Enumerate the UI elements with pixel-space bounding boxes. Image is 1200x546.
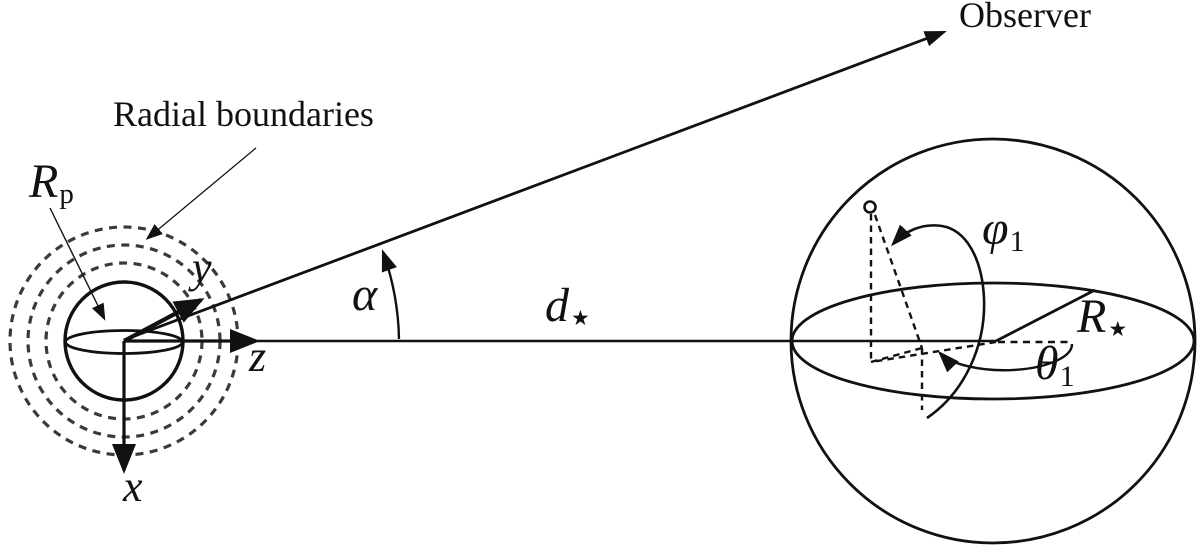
star-radius-label: R★	[1077, 293, 1127, 341]
center-to-projection-line	[870, 340, 997, 364]
surface-point-marker	[863, 200, 877, 214]
polar-angle-symbol: φ	[982, 202, 1009, 255]
alpha-angle-arc	[381, 249, 401, 340]
radial-boundaries-label: Radial boundaries	[113, 94, 374, 134]
radial-boundaries-pointer-arrow	[145, 147, 257, 240]
azimuth-angle-subscript: 1	[1059, 360, 1075, 393]
azimuth-angle-symbol: θ	[1035, 337, 1059, 390]
point-slant-line	[873, 214, 924, 349]
y-axis-label: y	[192, 243, 212, 292]
planet-radius-symbol: R	[29, 155, 59, 208]
projection-dashed-lines	[869, 214, 1070, 410]
observer-label: Observer	[959, 0, 1091, 35]
phi-angle-arc	[890, 224, 986, 420]
observer-arrow	[123, 30, 947, 342]
star-radius-symbol: R	[1077, 290, 1107, 343]
polar-angle-subscript: 1	[1009, 225, 1025, 258]
r-star-radius-line	[995, 288, 1096, 343]
theta-angle-arc	[937, 343, 1074, 373]
star-radius-subscript: ★	[1108, 317, 1128, 341]
polar-angle-label: φ1	[982, 205, 1025, 257]
phase-angle-label: α	[352, 268, 378, 321]
azimuth-angle-label: θ1	[1035, 340, 1075, 392]
projection-link-line	[870, 346, 923, 364]
star-distance-subscript: ★	[571, 306, 590, 330]
planet-radius-subscript: p	[59, 178, 74, 210]
x-axis-label: x	[123, 462, 143, 511]
z-axis-label: z	[249, 332, 267, 381]
rp-pointer-arrow	[49, 207, 106, 321]
planet-radius-label: Rp	[29, 158, 74, 209]
star-equator	[790, 281, 1196, 401]
star-distance-label: d★	[545, 282, 590, 330]
star-distance-symbol: d	[545, 279, 569, 332]
